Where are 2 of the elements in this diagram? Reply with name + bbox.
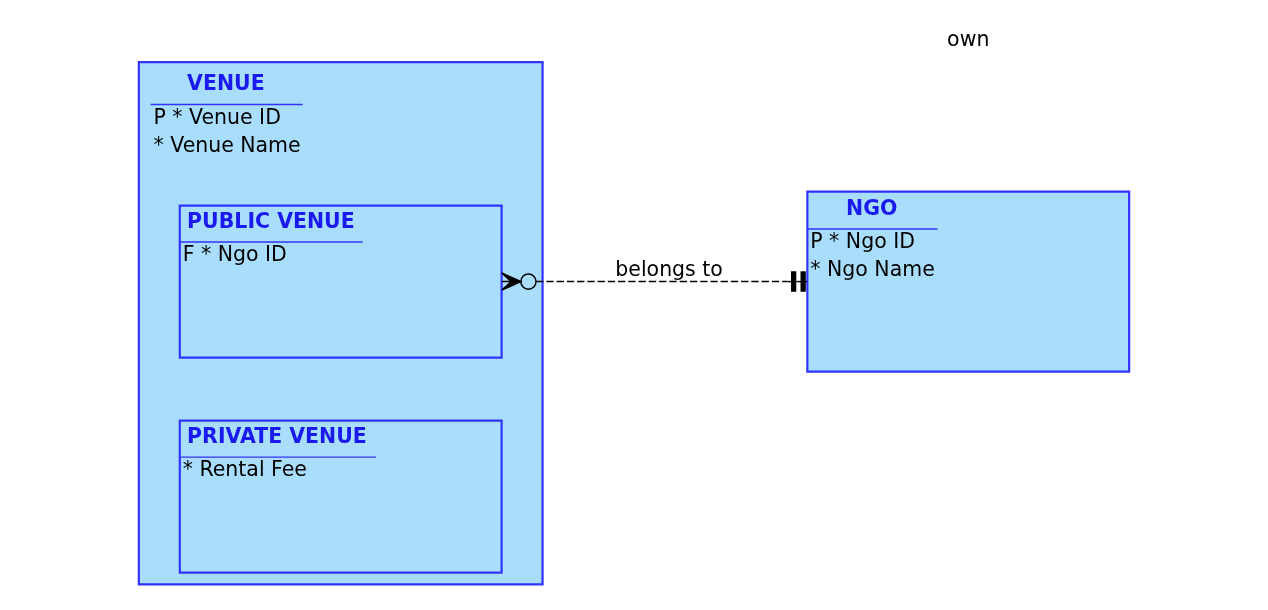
label: own [947, 26, 990, 51]
edge-label: belongs to [615, 257, 723, 282]
